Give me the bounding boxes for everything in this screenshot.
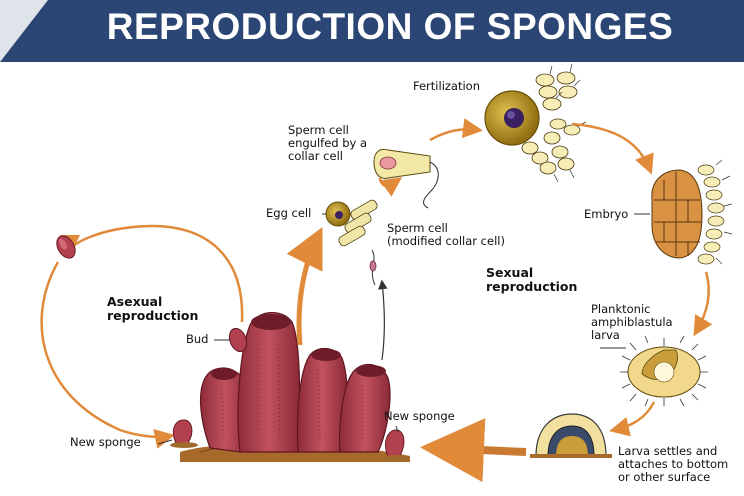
label-settles-3: or other surface	[618, 471, 710, 484]
fertilization-egg	[485, 91, 539, 145]
sperm-release-arrow	[382, 282, 384, 360]
label-egg-cell: Egg cell	[266, 207, 311, 220]
amphiblastula-larva	[628, 347, 700, 397]
label-asexual-2: reproduction	[107, 309, 198, 323]
collar-to-fertilization-arrow	[430, 129, 478, 140]
label-new-sponge-right: New sponge	[384, 410, 455, 423]
larva-to-settled-arrow	[614, 402, 654, 430]
label-fertilization: Fertilization	[413, 80, 480, 93]
sponge-body	[201, 313, 390, 452]
label-bud: Bud	[186, 333, 208, 346]
fertilization-to-embryo-arrow	[572, 124, 650, 170]
new-sponge-right	[382, 430, 410, 461]
collar-cell-engulfing	[374, 149, 438, 208]
settled-to-new-sponge-arrow	[436, 448, 526, 452]
label-sexual-2: reproduction	[486, 280, 577, 294]
label-sperm-engulfed-3: collar cell	[288, 150, 343, 163]
settled-larva	[530, 414, 612, 456]
released-bud	[53, 233, 79, 262]
label-sexual-1: Sexual	[486, 266, 533, 280]
label-new-sponge-left: New sponge	[70, 436, 141, 449]
embryo-to-larva-arrow	[696, 272, 709, 332]
label-sperm-cell-2: (modified collar cell)	[387, 235, 505, 248]
egg-cell	[326, 202, 350, 226]
embryo	[652, 170, 702, 258]
label-larva-3: larva	[591, 329, 620, 342]
label-embryo: Embryo	[584, 208, 628, 221]
asexual-cycle-arrow-lower	[42, 262, 170, 437]
egg-arrow	[299, 236, 318, 345]
new-sponge-left	[170, 420, 198, 448]
label-asexual-1: Asexual	[107, 295, 162, 309]
